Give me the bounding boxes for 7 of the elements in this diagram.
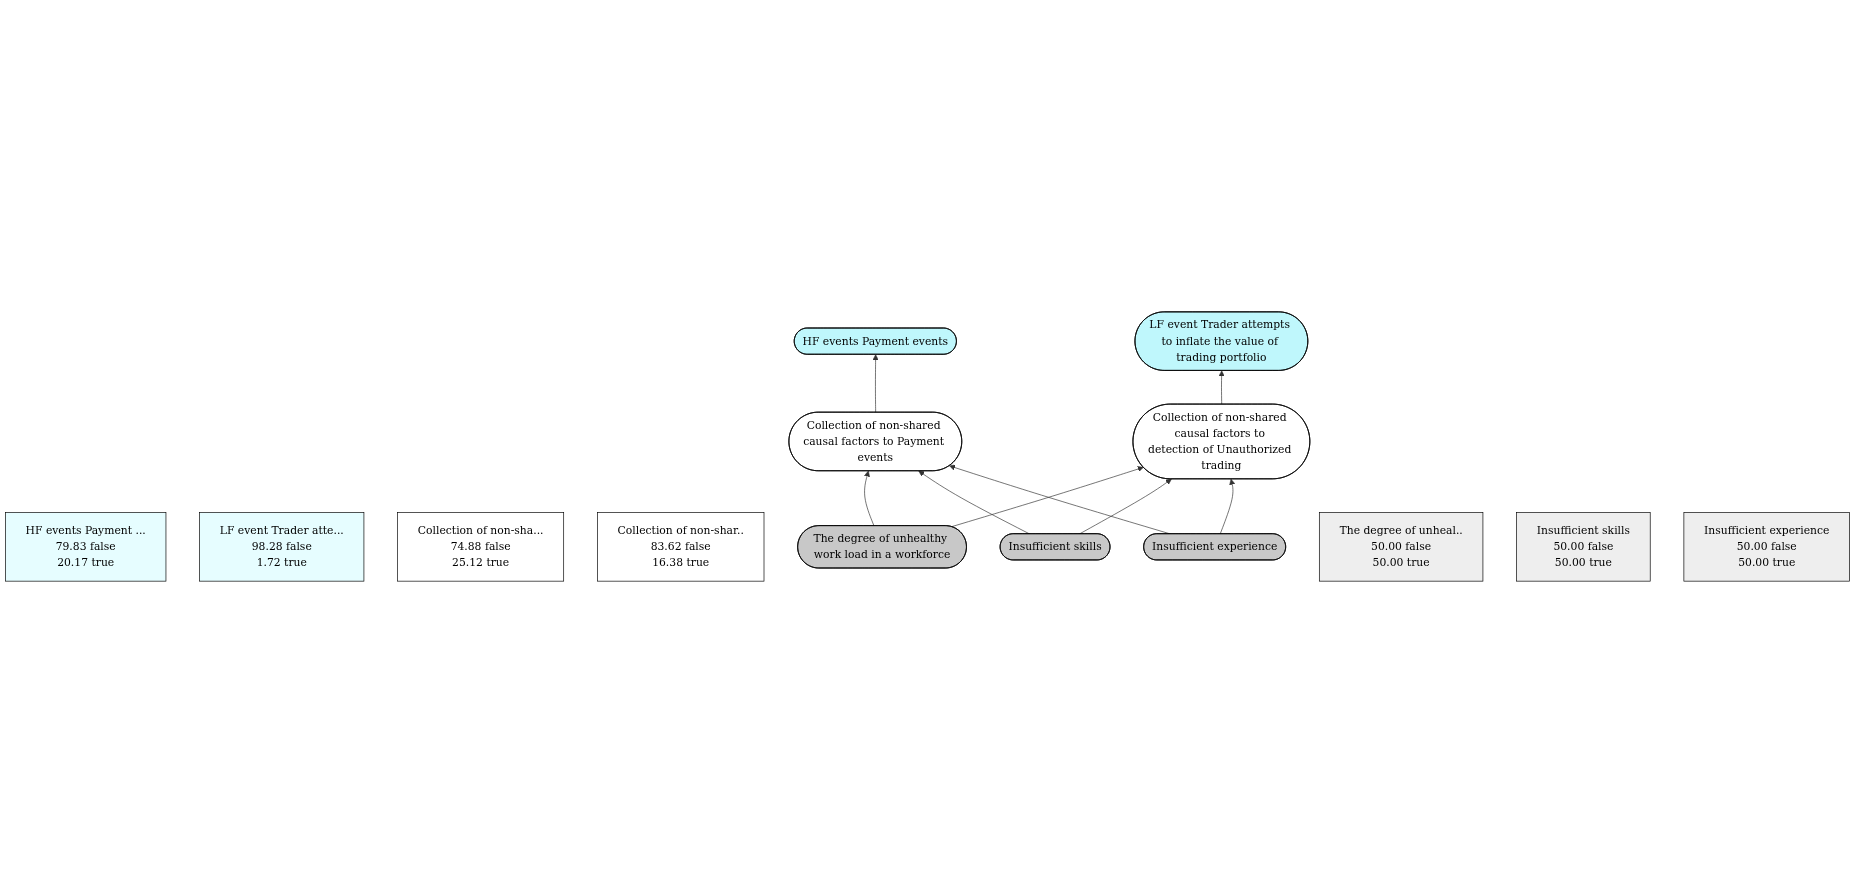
node-box: HF events Payment ... 79.83 false 20.17 true: [5, 512, 167, 582]
node-box: Insufficient skills 50.00 false 50.00 true: [1516, 512, 1651, 582]
node-box: The degree of unheal.. 50.00 false 50.00 true: [1319, 512, 1484, 582]
node-box: Collection of non-shar.. 83.62 false 16.38 true: [597, 512, 765, 582]
node-box: LF event Trader atte... 98.28 false 1.72 true: [199, 512, 365, 582]
node-box: Collection of non-sha... 74.88 false 25.12 true: [397, 512, 565, 582]
node-box: Insufficient experience 50.00 false 50.00 true: [1683, 512, 1850, 582]
